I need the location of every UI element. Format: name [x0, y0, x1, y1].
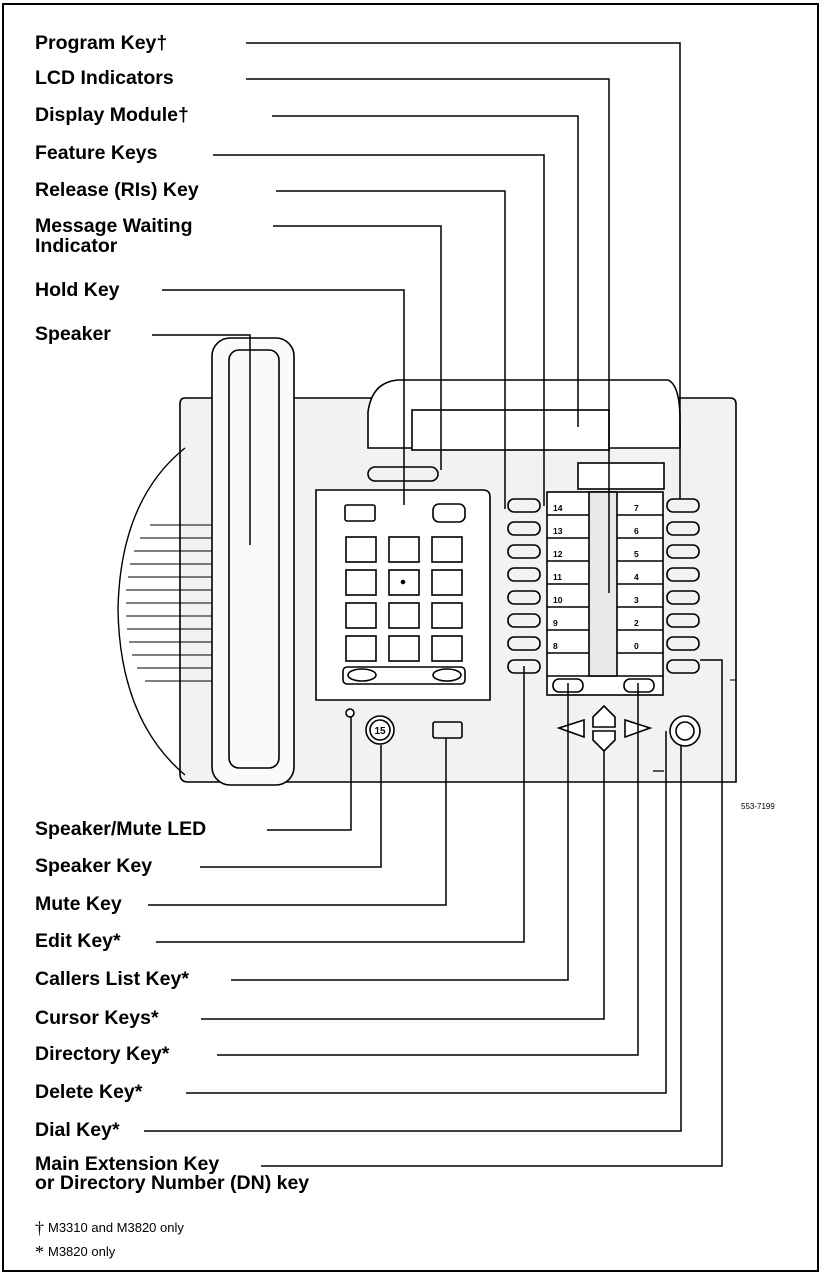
lcd-indicator-panel: [577, 462, 665, 490]
leader-speaker-mute-led: [267, 717, 352, 831]
leader-hold-key: [162, 289, 405, 505]
label-main-extension-key: Main Extension Key: [35, 1153, 220, 1175]
label-hold-key: Hold Key: [35, 279, 120, 301]
leader-message-waiting: [273, 225, 442, 470]
key-numbers: 14 13 12 11 10 9 8 7 6 5 4 3 2 0: [553, 503, 639, 651]
key-number-left: 14: [553, 503, 563, 513]
leader-dial-key: [144, 746, 682, 1132]
leader-directory-key: [217, 683, 639, 1056]
label-message-waiting-indicator: Message Waiting Indicator: [35, 215, 193, 257]
release-hold-strip: [342, 666, 466, 685]
leader-lcd-indicators: [246, 78, 610, 593]
left-feature-keys: [507, 498, 541, 674]
leader-callers-list-key: [231, 683, 569, 981]
mute-key: [432, 721, 463, 739]
lcd-screen: [411, 409, 610, 451]
key-number-left: 10: [553, 595, 563, 605]
key-number-right: 6: [634, 526, 639, 536]
leader-speaker-key: [200, 745, 382, 868]
speaker-grille-curve: [117, 447, 186, 776]
footnote-dagger: †M3310 and M3820 only: [35, 1218, 184, 1238]
key-number-left: 9: [553, 618, 558, 628]
leader-edit-key: [156, 666, 525, 943]
message-waiting-lamp: [367, 466, 439, 482]
label-release-key: Release (RIs) Key: [35, 179, 199, 201]
key-number-right: 4: [634, 572, 639, 582]
figure-frame: [2, 3, 819, 1272]
key-number-left: 8: [553, 641, 558, 651]
speaker-mute-led: [345, 708, 355, 718]
speaker-key-glyph: 15: [374, 726, 386, 737]
label-display-module: Display Module†: [35, 104, 189, 126]
key-number-left: 13: [553, 526, 563, 536]
footnote-asterisk: *M3820 only: [35, 1242, 116, 1262]
label-directory-number-key: or Directory Number (DN) key: [35, 1172, 310, 1194]
key-number-right: 7: [634, 503, 639, 513]
key-number-left: 12: [553, 549, 563, 559]
label-mute-key: Mute Key: [35, 893, 122, 915]
label-delete-key: Delete Key*: [35, 1081, 143, 1103]
label-edit-key: Edit Key*: [35, 930, 121, 952]
label-directory-key: Directory Key*: [35, 1043, 170, 1065]
key-number-right: 2: [634, 618, 639, 628]
dial-key: [669, 715, 701, 747]
right-feature-keys: [666, 498, 700, 674]
handset-inner: [228, 349, 280, 769]
figure-code: 553-7199: [741, 802, 775, 811]
handset: [211, 337, 295, 786]
label-program-key: Program Key†: [35, 32, 168, 54]
label-speaker-mute-led: Speaker/Mute LED: [35, 818, 207, 840]
label-dial-key: Dial Key*: [35, 1119, 120, 1141]
leader-speaker: [152, 334, 251, 545]
leader-mute-key: [148, 738, 447, 906]
leader-delete-key: [186, 731, 667, 1094]
label-lcd-indicators: LCD Indicators: [35, 67, 174, 89]
label-cursor-keys: Cursor Keys*: [35, 1007, 159, 1029]
key-number-right: 0: [634, 641, 639, 651]
label-speaker-key: Speaker Key: [35, 855, 153, 877]
speaker-grille: [126, 524, 212, 682]
leader-main-extension-key: [261, 659, 723, 1167]
leader-feature-keys: [213, 154, 545, 506]
key-number-right: 5: [634, 549, 639, 559]
cursor-keys: [556, 704, 653, 753]
label-speaker: Speaker: [35, 323, 111, 345]
leader-program-key: [246, 42, 681, 499]
key-number-right: 3: [634, 595, 639, 605]
leader-release-key: [276, 190, 506, 509]
label-callers-list-key: Callers List Key*: [35, 968, 189, 990]
key-number-left: 11: [553, 572, 562, 582]
leader-cursor-keys: [201, 751, 605, 1020]
leader-display-module: [272, 115, 579, 427]
label-feature-keys: Feature Keys: [35, 142, 158, 164]
